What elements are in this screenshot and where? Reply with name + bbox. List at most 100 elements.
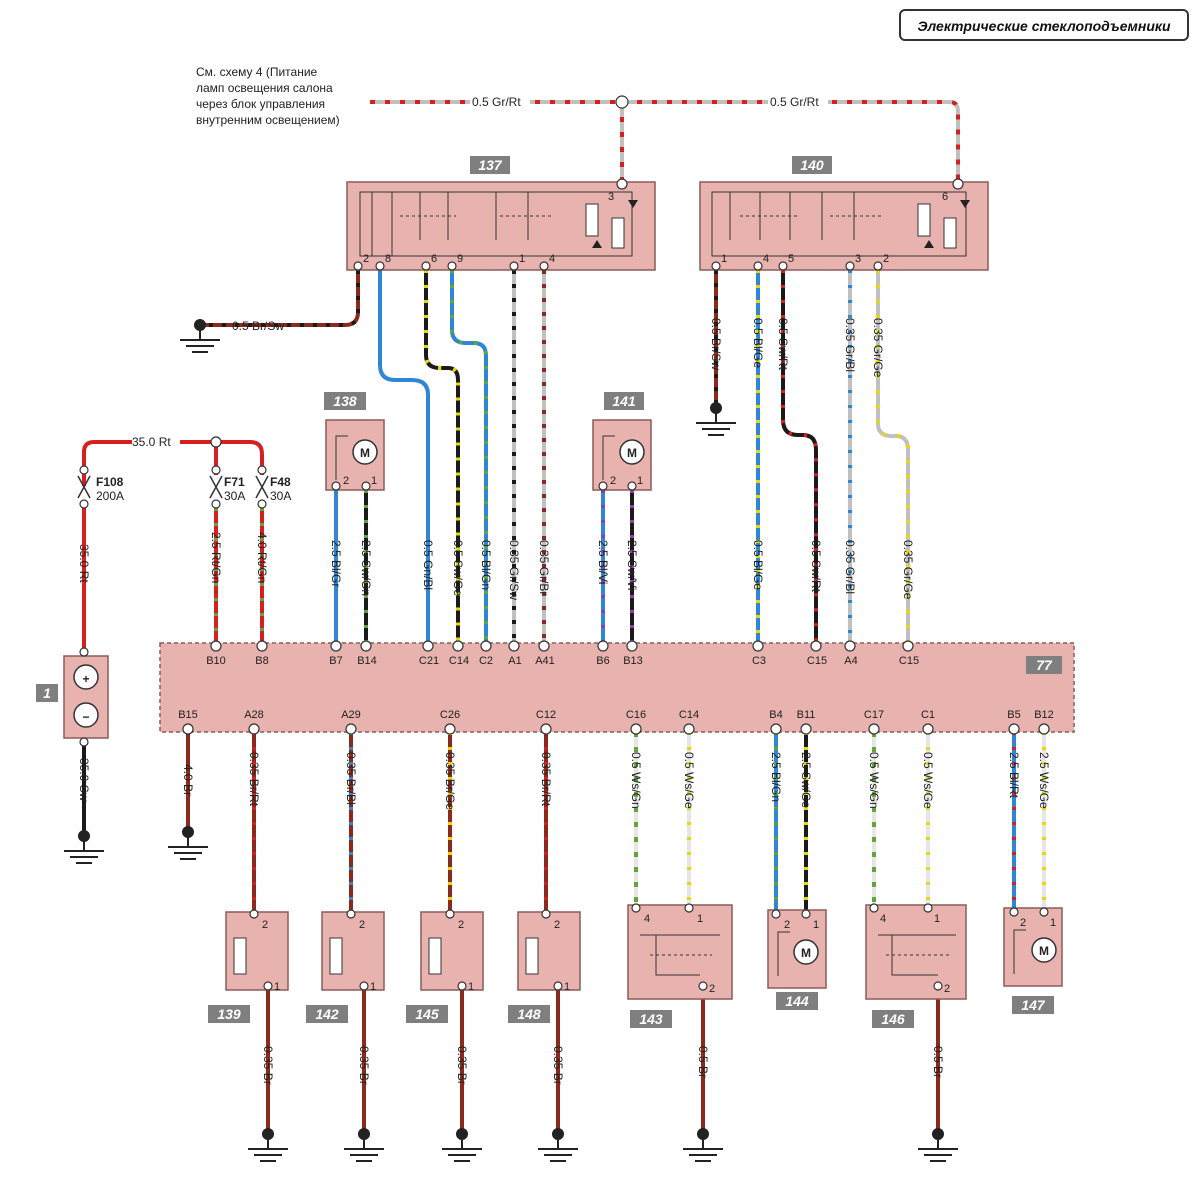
motor-144-letter: M xyxy=(801,946,811,960)
wire-label-a28: 0.35 Br/Rt xyxy=(247,752,261,807)
pin-b6: B6 xyxy=(596,655,609,667)
pin-139-2: 2 xyxy=(262,919,268,931)
wire-label-b8: 4.0 Rt/Gn xyxy=(255,532,269,583)
label-140: 140 xyxy=(800,157,824,173)
label-77: 77 xyxy=(1036,657,1053,673)
note-line-4: внутренним освещением) xyxy=(196,113,340,127)
pin-142-2: 2 xyxy=(359,919,365,931)
pin-137-4: 4 xyxy=(549,253,555,265)
battery-1 xyxy=(63,655,109,739)
pin-a28: A28 xyxy=(244,709,264,721)
pin-142-1: 1 xyxy=(370,981,376,993)
wire-label-a41: 0.35 Gr/Br xyxy=(537,540,551,595)
wire-label-b5: 2.5 Bl/Rt xyxy=(1007,752,1021,799)
pin-139-1: 1 xyxy=(274,981,280,993)
wire-label-c15: 0.5 Sw/Rt xyxy=(809,540,823,593)
switch-148 xyxy=(517,911,581,991)
pin-148-2: 2 xyxy=(554,919,560,931)
pin-138-2: 2 xyxy=(343,475,349,487)
wire-label-c2: 0.5 Bl/Gn xyxy=(479,540,493,590)
pin-a41: A41 xyxy=(535,655,555,667)
wire-label-143-gnd: 0.5 Br xyxy=(696,1046,710,1078)
pin-146-1: 1 xyxy=(934,913,940,925)
wire-label-b7: 2.5 Bl/Gr xyxy=(329,540,343,587)
pin-147-1: 1 xyxy=(1050,917,1056,929)
pin-c14: C14 xyxy=(449,655,469,667)
wire-label-146-gnd: 0.5 Br xyxy=(931,1046,945,1078)
pin-c26: C26 xyxy=(440,709,460,721)
label-137: 137 xyxy=(478,157,503,173)
pin-a1: A1 xyxy=(508,655,521,667)
pin-137-8: 8 xyxy=(385,253,391,265)
pin-b14: B14 xyxy=(357,655,377,667)
pin-145-1: 1 xyxy=(468,981,474,993)
pin-143-1: 1 xyxy=(697,913,703,925)
switch-block-146 xyxy=(865,904,967,1000)
pin-c15-2: C15 xyxy=(899,655,919,667)
wire-label-b12: 2.5 Ws/Ge xyxy=(1037,752,1051,809)
top-wire-label-1: 0.5 Gr/Rt xyxy=(472,95,521,109)
wire-label-b14: 2.5 Sw/Gn xyxy=(359,540,373,596)
motor-147-letter: M xyxy=(1039,944,1049,958)
pin-144-1: 1 xyxy=(813,919,819,931)
fuse-f71-rating: 30A xyxy=(224,489,245,503)
pin-140-5: 5 xyxy=(788,253,794,265)
wire-label-c14: 0.5 Sw/Ge xyxy=(451,540,465,596)
label-147: 147 xyxy=(1021,997,1046,1013)
wire-label-c14b: 0.5 Ws/Ge xyxy=(682,752,696,809)
wire-label-a29: 0.35 Br/Bl xyxy=(344,752,358,805)
pin-146-2: 2 xyxy=(944,983,950,995)
label-139: 139 xyxy=(217,1006,241,1022)
motor-141 xyxy=(592,419,652,491)
wire-label-c17: 0.5 Ws/Gn xyxy=(867,752,881,809)
wire-label-b6: 2.5 Bl/Vi xyxy=(596,540,610,584)
bus-label-bg xyxy=(132,434,180,448)
wire-label-145-gnd: 0.35 Br xyxy=(455,1046,469,1085)
wire-label-b13: 2.5 Sw/Vi xyxy=(625,540,639,590)
fuse-f48-rating: 30A xyxy=(270,489,291,503)
fuse-icons xyxy=(77,475,269,499)
motor-138-letter: M xyxy=(360,446,370,460)
pin-145-2: 2 xyxy=(458,919,464,931)
diagram-title: Электрические стеклоподъемники xyxy=(917,18,1171,34)
pin-a29: A29 xyxy=(341,709,361,721)
pin-137-1: 1 xyxy=(519,253,525,265)
pin-b13: B13 xyxy=(623,655,643,667)
pin-b15: B15 xyxy=(178,709,198,721)
pin-b11: B11 xyxy=(797,709,816,721)
wire-label-a1: 0.35 Gr/Sw xyxy=(507,540,521,600)
note-line-3: через блок управления xyxy=(196,97,325,111)
wire-label-35rt: 35.0 Rt xyxy=(77,544,91,583)
block-137-pins: 2 8 6 9 1 4 3 xyxy=(363,191,614,265)
pin-147-2: 2 xyxy=(1020,917,1026,929)
motor-147 xyxy=(1003,907,1063,987)
motor-138 xyxy=(325,419,385,491)
top-wire-label-bg-2 xyxy=(768,95,828,109)
pin-137-2: 2 xyxy=(363,253,369,265)
pin-b7: B7 xyxy=(329,655,342,667)
pin-b12: B12 xyxy=(1034,709,1054,721)
wire-label-35sw: 35.0 Sw xyxy=(77,758,91,802)
pin-c16: C16 xyxy=(626,709,646,721)
wire-label-140-3: 0.35 Gr/Bl xyxy=(843,318,857,372)
wire-label-b4: 2.5 Bl/Gn xyxy=(769,752,783,802)
switch-block-137 xyxy=(346,181,656,271)
wire-label-a4: 0.35 Gr/Bl xyxy=(843,540,857,594)
wire-label-140-5: 0.5 Sw/Rt xyxy=(776,318,790,371)
wire-label-c26: 0.35 Br/Ge xyxy=(443,752,457,810)
wire-label-140-1: 0.5 Br/Sw xyxy=(709,318,723,370)
cu-top-pins: B10 B8 B7 B14 C21 C14 C2 A1 A41 B6 B13 C… xyxy=(206,655,919,667)
pin-148-1: 1 xyxy=(564,981,570,993)
battery-plus-icon: + xyxy=(82,672,89,686)
wire-label-142-gnd: 0.35 Br xyxy=(357,1046,371,1085)
cu-bottom-pins: B15 A28 A29 C26 C12 C16 C14 B4 B11 C17 C… xyxy=(178,709,1054,721)
pin-140-2: 2 xyxy=(883,253,889,265)
wire-label-b10: 2.5 Rt/Gn xyxy=(209,532,223,583)
note-line-1: См. схему 4 (Питание xyxy=(196,65,318,79)
pin-137-3: 3 xyxy=(608,191,614,203)
motor-144 xyxy=(767,909,827,989)
switch-block-140 xyxy=(699,181,989,271)
wire-label-139-gnd: 0.35 Br xyxy=(261,1046,275,1085)
